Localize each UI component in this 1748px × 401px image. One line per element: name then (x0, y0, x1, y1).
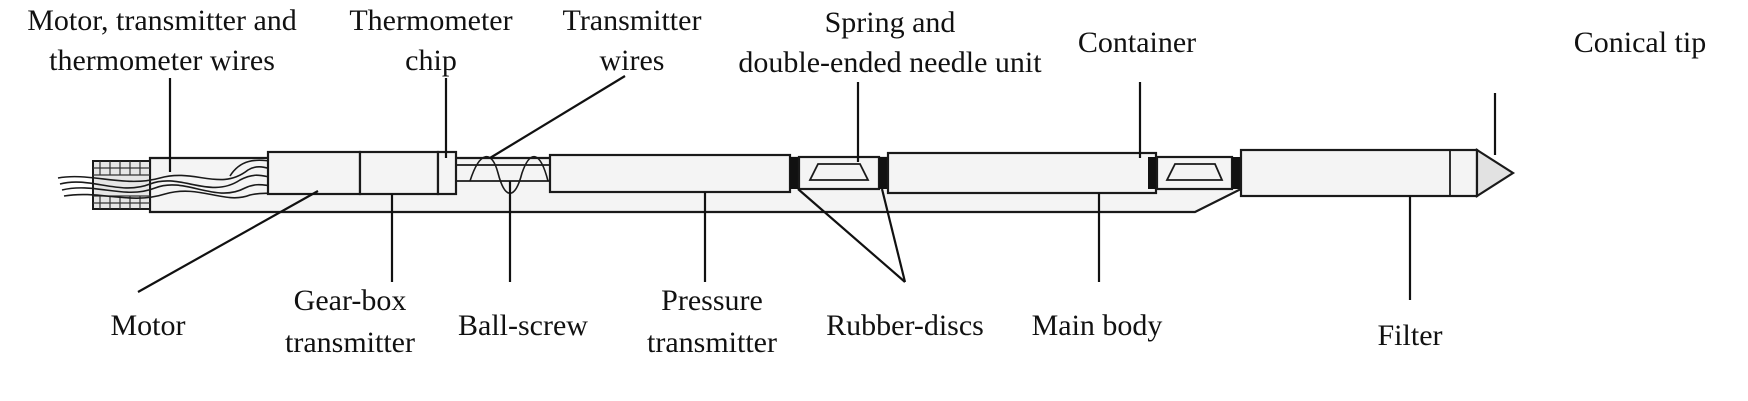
motor-block (266, 150, 362, 196)
needle-chamber-2 (1155, 155, 1234, 191)
bottom-labels: Motor Gear-box transmitter Ball-screw Pr… (111, 284, 1443, 359)
gearbox-block (358, 150, 440, 196)
label-wires-2: thermometer wires (49, 44, 275, 77)
leader-rubber-a (797, 188, 906, 283)
chip-block (436, 150, 458, 196)
leader-transmitter-wires (489, 75, 626, 159)
motor-wires (57, 159, 276, 199)
label-mainbody: Main body (1032, 309, 1163, 342)
label-pressure-2: transmitter (647, 326, 777, 359)
label-chip-2: chip (405, 44, 457, 77)
needle-unit-1 (808, 163, 870, 181)
label-tip: Conical tip (1574, 26, 1706, 59)
label-motor: Motor (111, 309, 186, 342)
leader-rubber-b (880, 188, 907, 283)
rubber-disc-2 (879, 157, 888, 189)
label-gearbox-1: Gear-box (294, 284, 407, 317)
label-gearbox-2: transmitter (285, 326, 415, 359)
needle-unit-2 (1165, 163, 1224, 181)
container-block (886, 151, 1158, 195)
top-labels: Motor, transmitter and thermometer wires… (27, 4, 1706, 79)
label-filter: Filter (1378, 319, 1443, 352)
pressure-transmitter-block (548, 153, 792, 194)
label-pressure-1: Pressure (661, 284, 763, 317)
probe-body (57, 147, 1516, 214)
rear-plug-hatch (93, 161, 150, 209)
label-ballscrew: Ball-screw (458, 309, 588, 342)
label-container: Container (1078, 26, 1196, 59)
label-transmitter-wires-1: Transmitter (563, 4, 702, 37)
label-spring-1: Spring and (825, 6, 956, 39)
leader-motor (137, 190, 319, 293)
label-rubber: Rubber-discs (826, 309, 984, 342)
label-wires-1: Motor, transmitter and (27, 4, 297, 37)
rubber-disc-3 (1148, 157, 1157, 189)
filter-block (1239, 148, 1479, 198)
label-spring-2: double-ended needle unit (738, 46, 1042, 79)
label-transmitter-wires-2: wires (600, 44, 665, 77)
rubber-disc-4 (1232, 157, 1241, 189)
needle-chamber-1 (797, 155, 881, 191)
rubber-disc-1 (790, 157, 799, 189)
leader-lines (137, 75, 1497, 300)
label-chip-1: Thermometer (349, 4, 512, 37)
conical-tip (1475, 147, 1516, 199)
